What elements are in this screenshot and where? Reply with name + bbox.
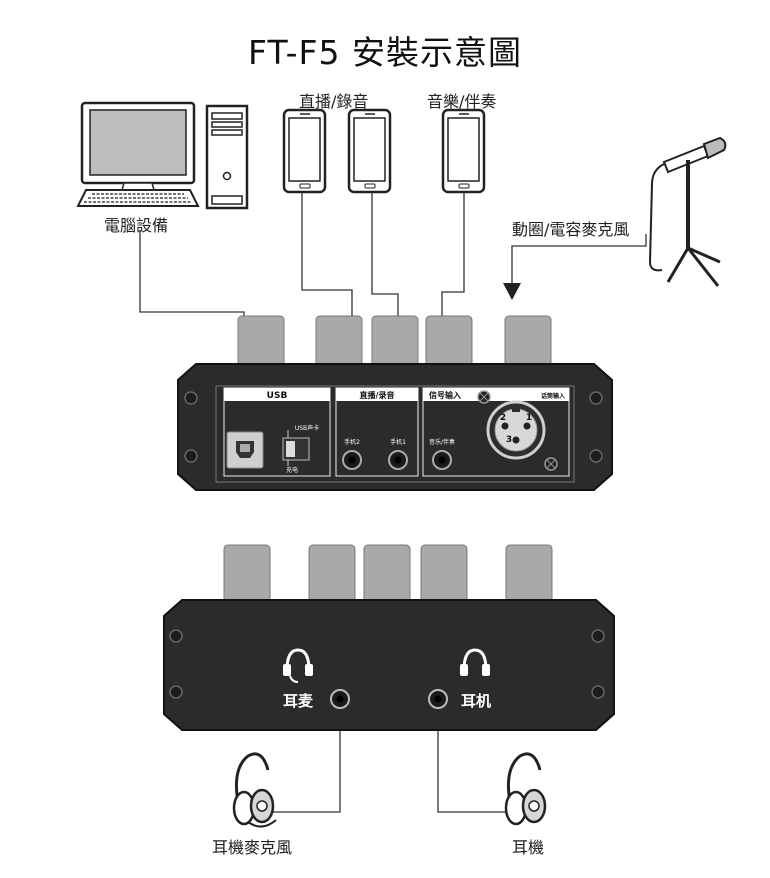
usb-port-icon bbox=[226, 431, 264, 469]
headset-mic-cable bbox=[262, 730, 341, 813]
top-knobs bbox=[237, 315, 552, 369]
headset-mic-jack[interactable] bbox=[330, 689, 350, 709]
headset-mic-jack-label: 耳麦 bbox=[283, 692, 314, 710]
input-section-label: 信号输入 bbox=[429, 390, 461, 400]
xlr-input-jack[interactable] bbox=[477, 390, 558, 471]
computer-label: 電腦設備 bbox=[104, 216, 169, 235]
top-device-body bbox=[177, 363, 613, 491]
phone2-jack[interactable] bbox=[342, 450, 362, 470]
bottom-device-body bbox=[163, 599, 615, 731]
phones-live-label: 直播/錄音 bbox=[299, 92, 369, 111]
headphone-panel-icon bbox=[460, 648, 490, 676]
headphone-cable bbox=[437, 730, 510, 813]
headphones-label: 耳機 bbox=[512, 838, 545, 857]
page-title: FT-F5 安裝示意圖 bbox=[248, 33, 522, 72]
microphone-icon bbox=[648, 136, 727, 287]
monitor-icon bbox=[80, 101, 196, 191]
phone1-jack-label: 手机1 bbox=[390, 438, 406, 446]
headphone-jack-label: 耳机 bbox=[461, 692, 491, 710]
usb-section-label: USB bbox=[267, 391, 288, 401]
headphones-icon bbox=[504, 752, 547, 826]
headset-mic-label: 耳機麥克風 bbox=[212, 838, 293, 857]
cables-bottom bbox=[262, 730, 510, 813]
phone-music-label: 音樂/伴奏 bbox=[427, 92, 497, 111]
live-section-label: 直播/录音 bbox=[360, 390, 395, 400]
microphone-label: 動圈/電容麥克風 bbox=[512, 220, 630, 239]
xlr-pin3-label: 3 bbox=[506, 435, 512, 445]
mic-cable bbox=[511, 234, 647, 290]
xlr-pin1-label: 1 bbox=[526, 413, 532, 423]
headset-mic-icon bbox=[232, 752, 277, 828]
usb-charge-switch[interactable] bbox=[282, 430, 310, 466]
mic-section-label: 话筒输入 bbox=[541, 392, 565, 400]
arrow-down-icon bbox=[503, 283, 521, 300]
charging-label: 充电 bbox=[286, 466, 298, 474]
phone2-jack-label: 手机2 bbox=[344, 438, 360, 446]
usb-soundcard-label: USB声卡 bbox=[295, 424, 319, 432]
pc-tower-icon bbox=[205, 104, 249, 210]
keyboard-icon bbox=[76, 189, 200, 207]
music-jack[interactable] bbox=[432, 450, 452, 470]
music-jack-label: 音乐/伴奏 bbox=[429, 438, 455, 446]
phone1-jack[interactable] bbox=[388, 450, 408, 470]
phone-icon-3 bbox=[441, 108, 486, 194]
phone-icon-1 bbox=[282, 108, 327, 194]
phone-icon-2 bbox=[347, 108, 392, 194]
xlr-pin2-label: 2 bbox=[500, 413, 506, 423]
panel-sections bbox=[223, 387, 570, 477]
bottom-knobs bbox=[223, 544, 553, 603]
headphone-jack[interactable] bbox=[428, 689, 448, 709]
headset-mic-panel-icon bbox=[283, 648, 313, 683]
